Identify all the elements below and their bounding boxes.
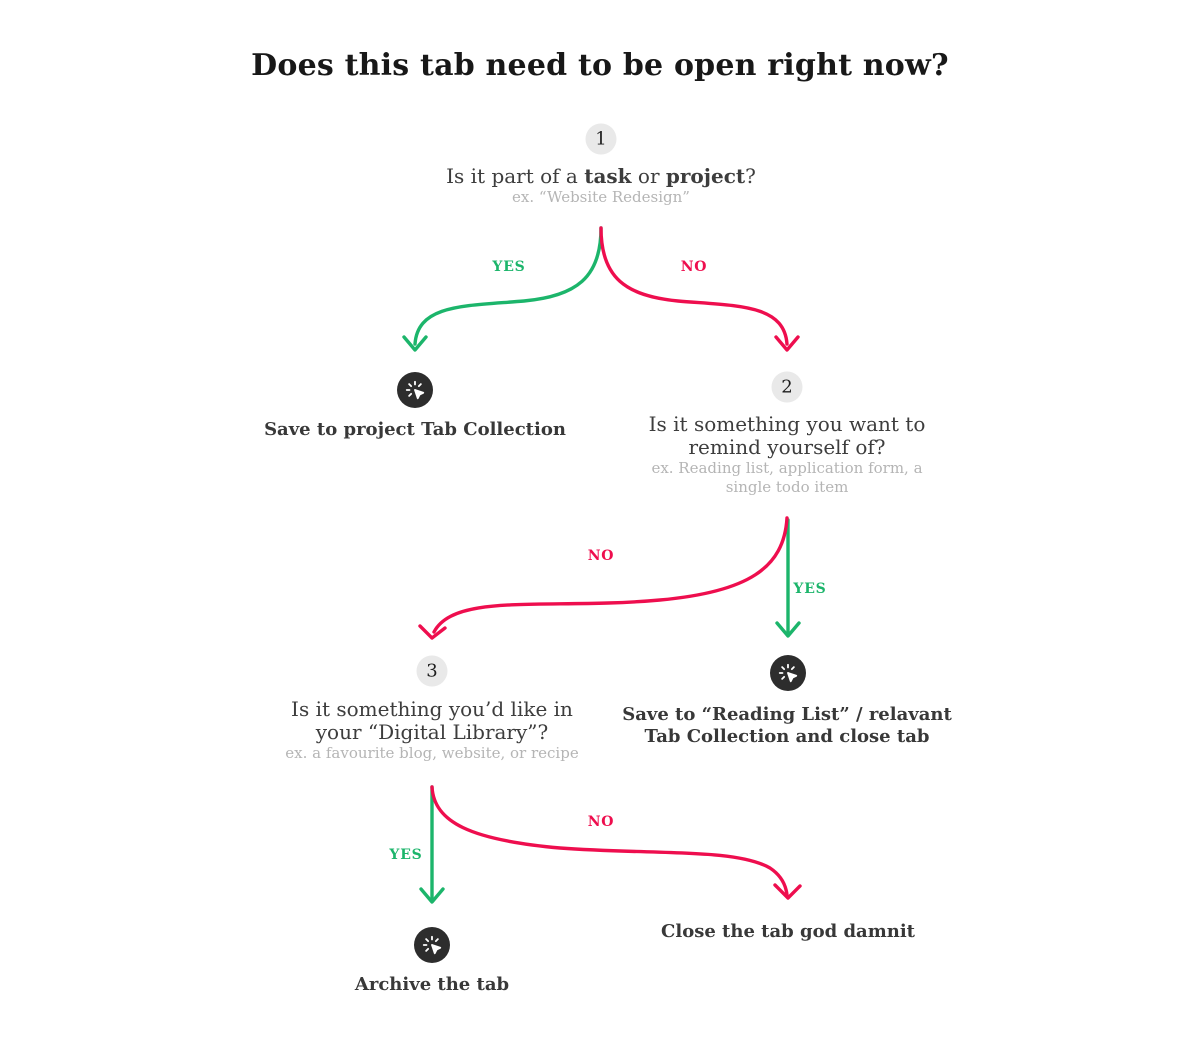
result-save-reading-list-line1: Save to “Reading List” / relavant [622, 704, 952, 725]
question-3-line2: your “Digital Library”? [315, 720, 549, 744]
edge-q3-yes-arrowhead [419, 887, 445, 904]
click-cursor-icon [397, 372, 433, 408]
question-1-text: Is it part of a task or project? [446, 164, 756, 188]
click-cursor-icon [770, 655, 806, 691]
page-title: Does this tab need to be open right now? [251, 48, 949, 83]
step-2-badge: 2 [771, 371, 803, 403]
edge-label-q1-no: NO [680, 259, 708, 275]
question-3: Is it something you’d like in your “Digi… [222, 698, 642, 763]
click-cursor-icon [414, 927, 450, 963]
click-cursor-glyph [422, 935, 442, 955]
edge-q2-yes [775, 518, 801, 638]
edge-q1-yes-path [413, 226, 603, 346]
edge-q3-yes [419, 785, 445, 904]
click-cursor-glyph [405, 380, 425, 400]
edge-q3-no-arrowhead [773, 883, 802, 900]
edge-q2-no-arrowhead [418, 624, 447, 640]
result-save-project-collection: Save to project Tab Collection [264, 419, 566, 440]
edge-q2-no-path [432, 516, 789, 634]
question-2-line2: remind yourself of? [688, 435, 886, 459]
edge-q2-no [418, 516, 789, 640]
question-1: Is it part of a task or project? ex. “We… [361, 165, 841, 207]
edge-q1-no-path [599, 226, 789, 346]
result-close-tab: Close the tab god damnit [661, 921, 915, 942]
edge-label-q1-yes: YES [492, 259, 526, 275]
question-2-example-line2: single todo item [725, 477, 849, 496]
edge-q3-no [430, 785, 802, 900]
edge-q1-no [599, 226, 800, 352]
question-2: Is it something you want to remind yours… [577, 413, 997, 496]
edge-q1-yes [402, 226, 603, 352]
edge-label-q3-no: NO [587, 814, 615, 830]
edge-q1-yes-arrowhead [402, 335, 428, 352]
edge-label-q3-yes: YES [389, 847, 423, 863]
click-cursor-glyph [778, 663, 798, 683]
question-2-line1: Is it something you want to [648, 412, 926, 436]
result-save-reading-list-line2: Tab Collection and close tab [644, 725, 930, 747]
question-3-example: ex. a favourite blog, website, or recipe [285, 744, 579, 762]
result-archive-tab: Archive the tab [354, 974, 510, 995]
edge-label-q2-yes: YES [793, 581, 827, 597]
edge-label-q2-no: NO [587, 548, 615, 564]
step-3-badge: 3 [416, 655, 448, 687]
question-1-example: ex. “Website Redesign” [512, 188, 690, 206]
result-save-reading-list: Save to “Reading List” / relavant Tab Co… [622, 704, 952, 747]
question-2-example-line1: ex. Reading list, application form, a [651, 459, 923, 477]
question-3-line1: Is it something you’d like in [291, 697, 573, 721]
edge-q2-yes-arrowhead [775, 621, 801, 638]
edge-q3-no-path [430, 785, 789, 897]
edge-q1-no-arrowhead [774, 335, 800, 352]
step-1-badge: 1 [585, 123, 617, 155]
